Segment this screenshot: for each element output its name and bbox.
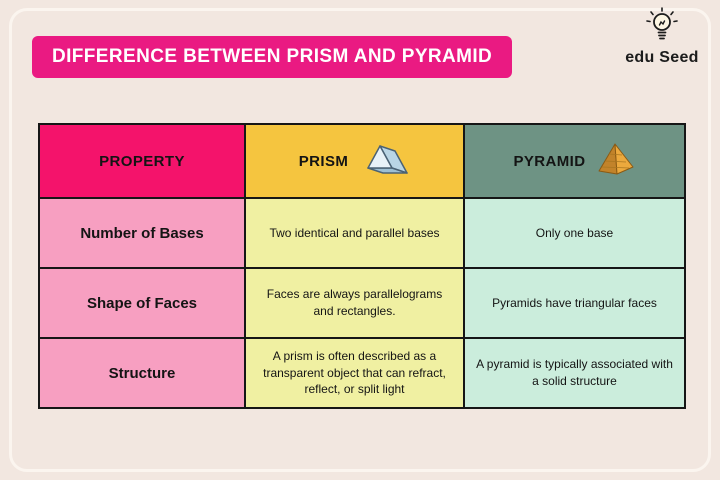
row-property-label: Structure [38,337,246,409]
table-row: Structure A prism is often described as … [38,337,686,409]
pyramid-header-label: PYRAMID [513,152,586,170]
property-header-label: PROPERTY [99,152,185,170]
row-pyramid-value: Pyramids have triangular faces [463,267,686,339]
title-banner: DIFFERENCE BETWEEN PRISM AND PYRAMID [32,36,513,78]
table-row: Number of Bases Two identical and parall… [38,197,686,269]
prism-icon [358,142,410,181]
row-property-label: Number of Bases [38,197,246,269]
table-header-row: PROPERTY PRISM [38,123,686,199]
row-property-label: Shape of Faces [38,267,246,339]
brand-logo: edu Seed [620,6,704,66]
brand-name: edu Seed [625,49,699,66]
row-prism-value: Faces are always parallelograms and rect… [244,267,465,339]
comparison-table: PROPERTY PRISM [38,123,686,409]
table-row: Shape of Faces Faces are always parallel… [38,267,686,339]
header-cell-pyramid: PYRAMID [463,123,686,199]
lightbulb-icon [620,6,704,48]
header-cell-property: PROPERTY [38,123,246,199]
row-pyramid-value: A pyramid is typically associated with a… [463,337,686,409]
row-prism-value: A prism is often described as a transpar… [244,337,465,409]
page-title: DIFFERENCE BETWEEN PRISM AND PYRAMID [52,46,493,67]
prism-header-label: PRISM [298,152,349,170]
header-cell-prism: PRISM [244,123,465,199]
row-pyramid-value: Only one base [463,197,686,269]
pyramid-icon [595,142,635,181]
row-prism-value: Two identical and parallel bases [244,197,465,269]
